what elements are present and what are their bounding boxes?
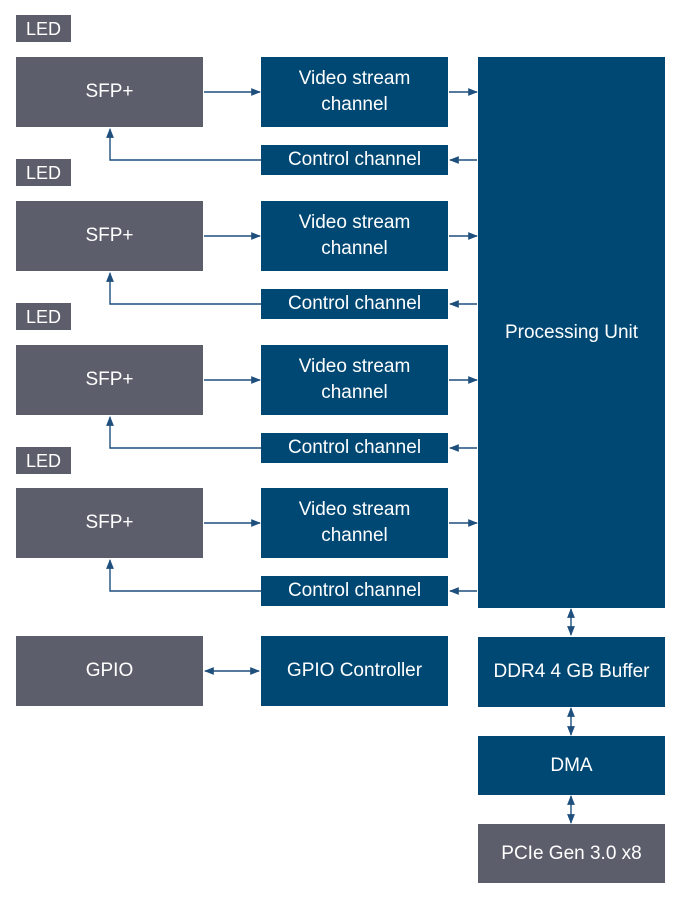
led-indicator: LED (16, 15, 71, 42)
gpio-port: GPIO (16, 636, 203, 706)
led-indicator: LED (16, 447, 71, 474)
pcie-interface: PCIe Gen 3.0 x8 (478, 824, 665, 883)
video-stream-channel: Video stream channel (261, 57, 448, 127)
led-indicator: LED (16, 159, 71, 186)
sfp-port: SFP+ (16, 488, 203, 558)
video-stream-channel: Video stream channel (261, 488, 448, 558)
sfp-port: SFP+ (16, 201, 203, 271)
control-channel: Control channel (261, 289, 448, 319)
led-indicator: LED (16, 303, 71, 330)
control-to-sfp-arrow (106, 128, 261, 161)
control-channel: Control channel (261, 145, 448, 175)
processing-unit: Processing Unit (478, 57, 665, 608)
gpio-controller: GPIO Controller (261, 636, 448, 706)
video-stream-channel: Video stream channel (261, 201, 448, 271)
control-channel: Control channel (261, 576, 448, 606)
control-channel: Control channel (261, 433, 448, 463)
control-to-sfp-arrow (106, 559, 261, 592)
control-to-sfp-arrow (106, 272, 261, 305)
sfp-port: SFP+ (16, 345, 203, 415)
sfp-port: SFP+ (16, 57, 203, 127)
control-to-sfp-arrow (106, 416, 261, 449)
video-stream-channel: Video stream channel (261, 345, 448, 415)
dma-block: DMA (478, 736, 665, 795)
ddr4-buffer: DDR4 4 GB Buffer (478, 637, 665, 707)
